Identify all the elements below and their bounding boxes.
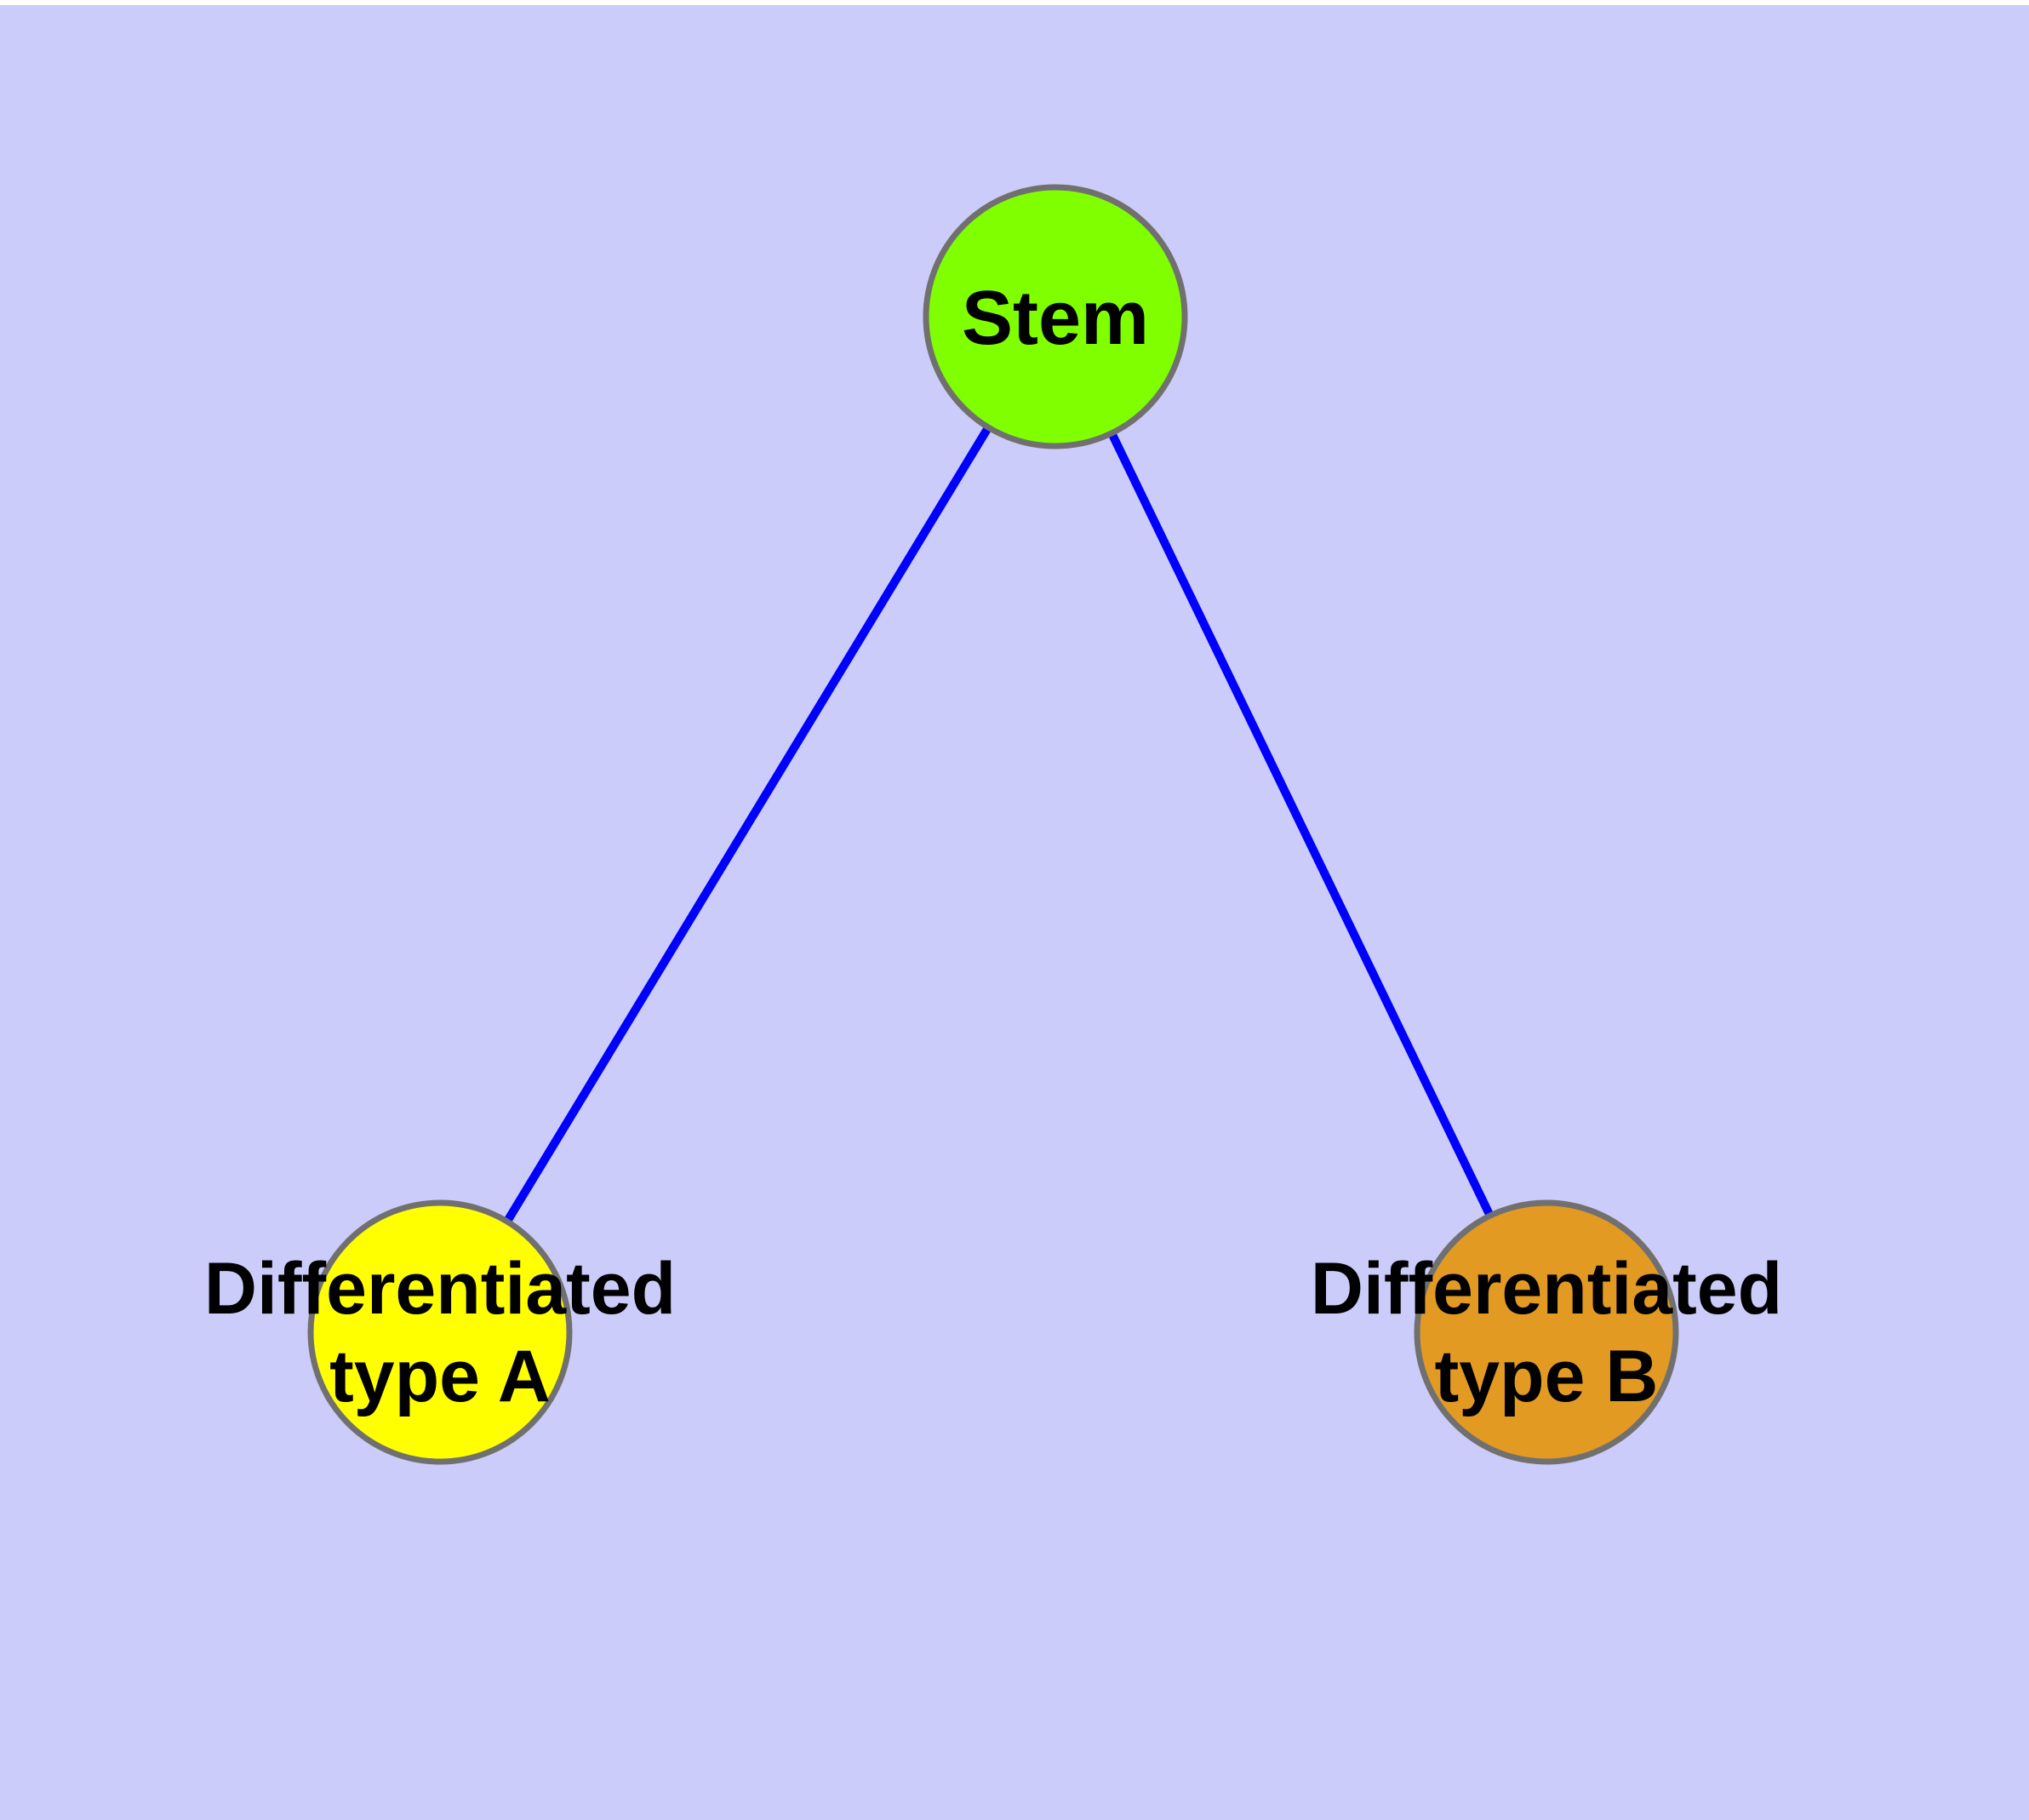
- node-stem-circle[interactable]: [923, 184, 1188, 449]
- node-diff-b-label-line1: Differentiated: [1311, 1248, 1782, 1330]
- node-diff-a-circle[interactable]: [307, 1199, 573, 1465]
- node-diff-b-circle[interactable]: [1414, 1199, 1679, 1465]
- node-stem[interactable]: [923, 184, 1188, 449]
- label-layer: Stem Differentiated type A Differentiate…: [204, 276, 1782, 1417]
- node-layer: [307, 184, 1679, 1465]
- edge-stem-to-diff-a[interactable]: [436, 314, 1060, 1335]
- node-diff-a-label-line2: type A: [329, 1336, 551, 1417]
- node-diff-a[interactable]: [307, 1199, 573, 1465]
- node-diff-b-label-line2: type B: [1435, 1336, 1659, 1417]
- node-diff-a-label-line1: Differentiated: [204, 1248, 676, 1330]
- node-diff-b[interactable]: [1414, 1199, 1679, 1465]
- top-edge-strip: [0, 0, 2029, 5]
- edge-layer: [436, 314, 1551, 1335]
- node-stem-label: Stem: [962, 276, 1149, 361]
- edge-stem-to-diff-b[interactable]: [1051, 314, 1551, 1335]
